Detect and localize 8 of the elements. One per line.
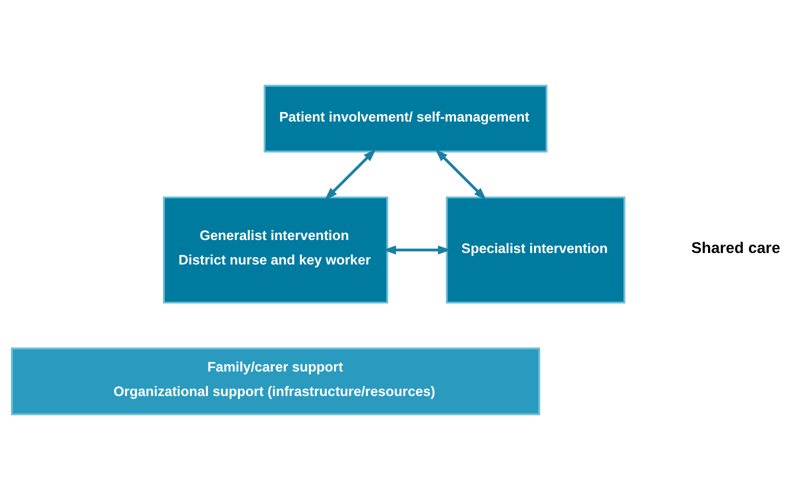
node-box: Patient involvement/ self-management xyxy=(264,84,548,152)
node-box: Family/carer support Organizational support (infrastructure/resources) xyxy=(10,347,540,415)
node-box: Specialist intervention xyxy=(446,196,626,304)
node-box: Generalist intervention District nurse and key worker xyxy=(162,196,388,304)
label: Shared care xyxy=(691,239,780,256)
arrow xyxy=(324,148,376,200)
arrow xyxy=(435,148,487,200)
arrow xyxy=(383,245,451,254)
